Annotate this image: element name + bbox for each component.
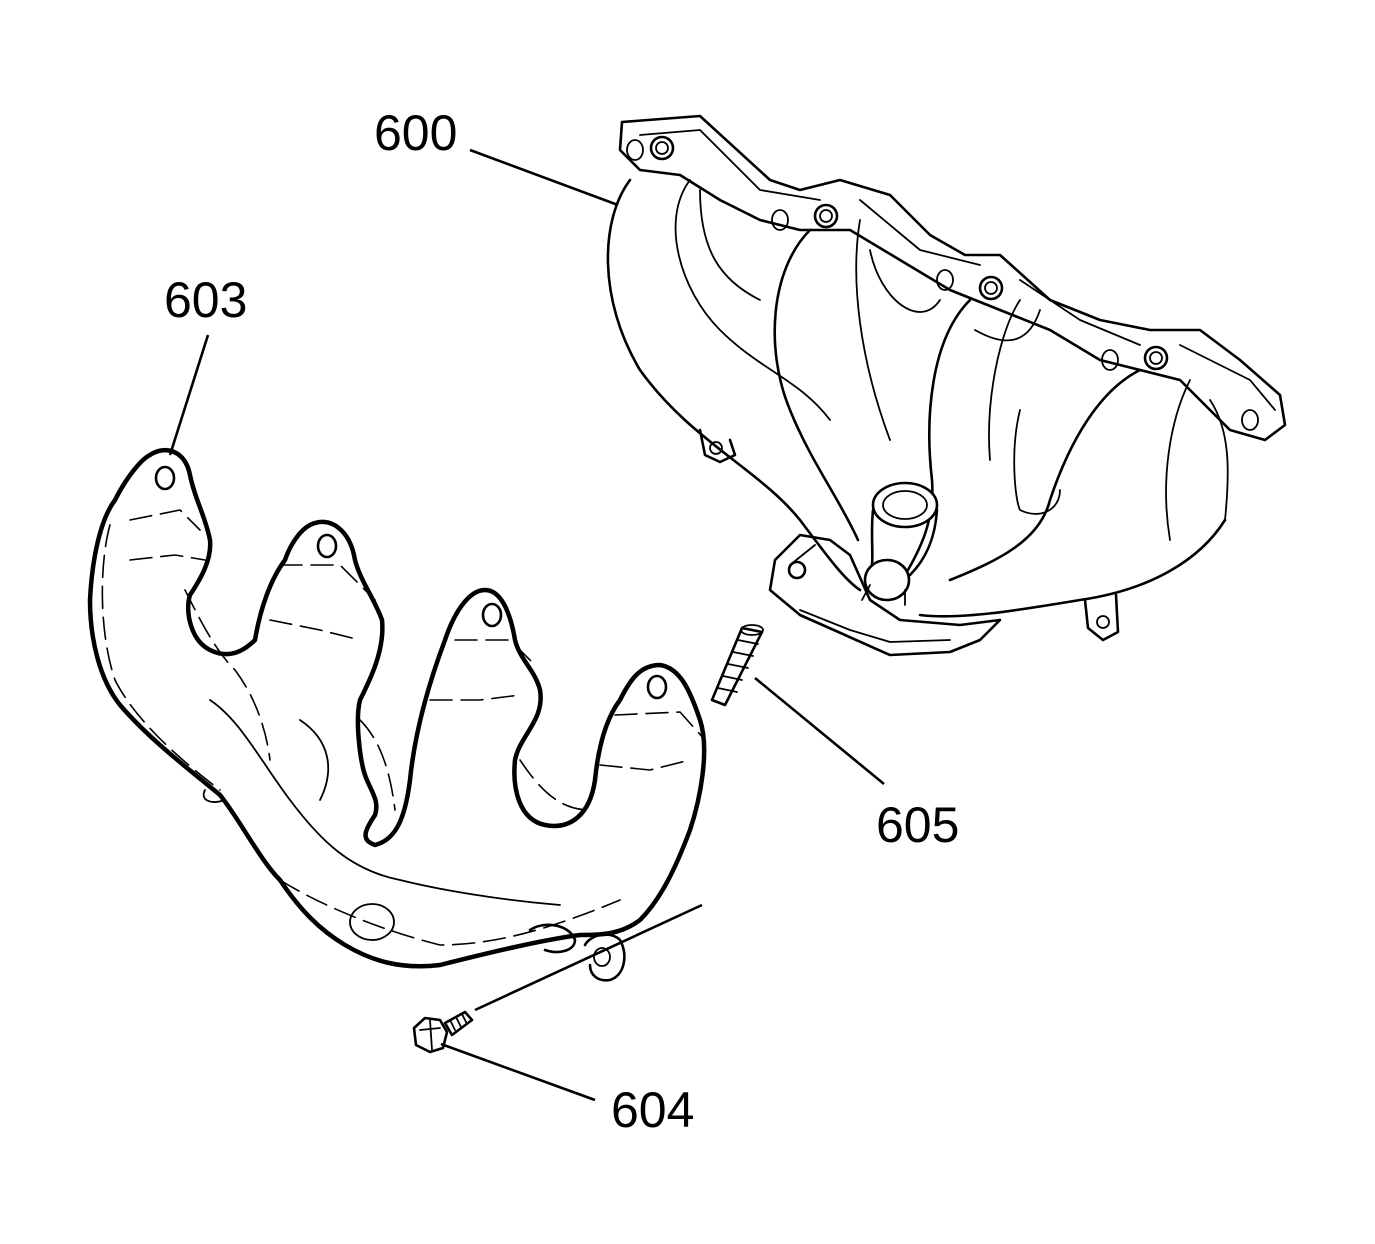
exhaust-manifold xyxy=(606,114,1287,657)
heat-shield xyxy=(87,447,707,982)
callout-603: 603 xyxy=(164,272,248,328)
callout-605: 605 xyxy=(876,797,960,853)
leader-603 xyxy=(168,334,210,456)
bolt xyxy=(412,1010,474,1054)
callout-604: 604 xyxy=(611,1082,695,1138)
leader-600 xyxy=(469,148,619,207)
callout-600: 600 xyxy=(374,105,458,161)
bolt-axis-line xyxy=(474,903,703,1012)
leader-lines xyxy=(168,148,885,1102)
stud xyxy=(710,624,764,707)
leader-605 xyxy=(754,676,885,786)
leader-604 xyxy=(440,1042,596,1102)
